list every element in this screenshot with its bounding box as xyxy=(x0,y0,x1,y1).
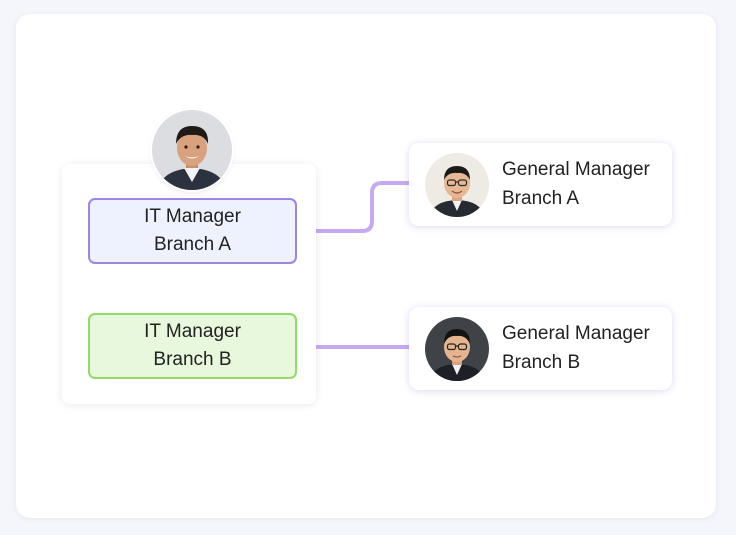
role-title: IT Manager xyxy=(144,321,241,342)
manager-title: General Manager xyxy=(502,323,650,344)
manager-branch: Branch B xyxy=(502,352,581,373)
role-branch: Branch B xyxy=(153,349,232,370)
it-manager-branch-b-node[interactable]: IT Manager Branch B xyxy=(88,313,297,379)
it-manager-branch-a-node[interactable]: IT Manager Branch A xyxy=(88,198,297,264)
general-manager-branch-b-card[interactable]: General Manager Branch B xyxy=(409,307,672,390)
role-title: IT Manager xyxy=(144,206,241,227)
manager-title: General Manager xyxy=(502,159,650,180)
role-branch: Branch A xyxy=(153,234,232,255)
manager-branch: Branch A xyxy=(502,188,580,209)
general-manager-branch-a-card[interactable]: General Manager Branch A xyxy=(409,143,672,226)
person-photo-icon xyxy=(425,317,489,381)
person-photo-icon xyxy=(152,110,232,190)
person-photo-icon xyxy=(425,153,489,217)
